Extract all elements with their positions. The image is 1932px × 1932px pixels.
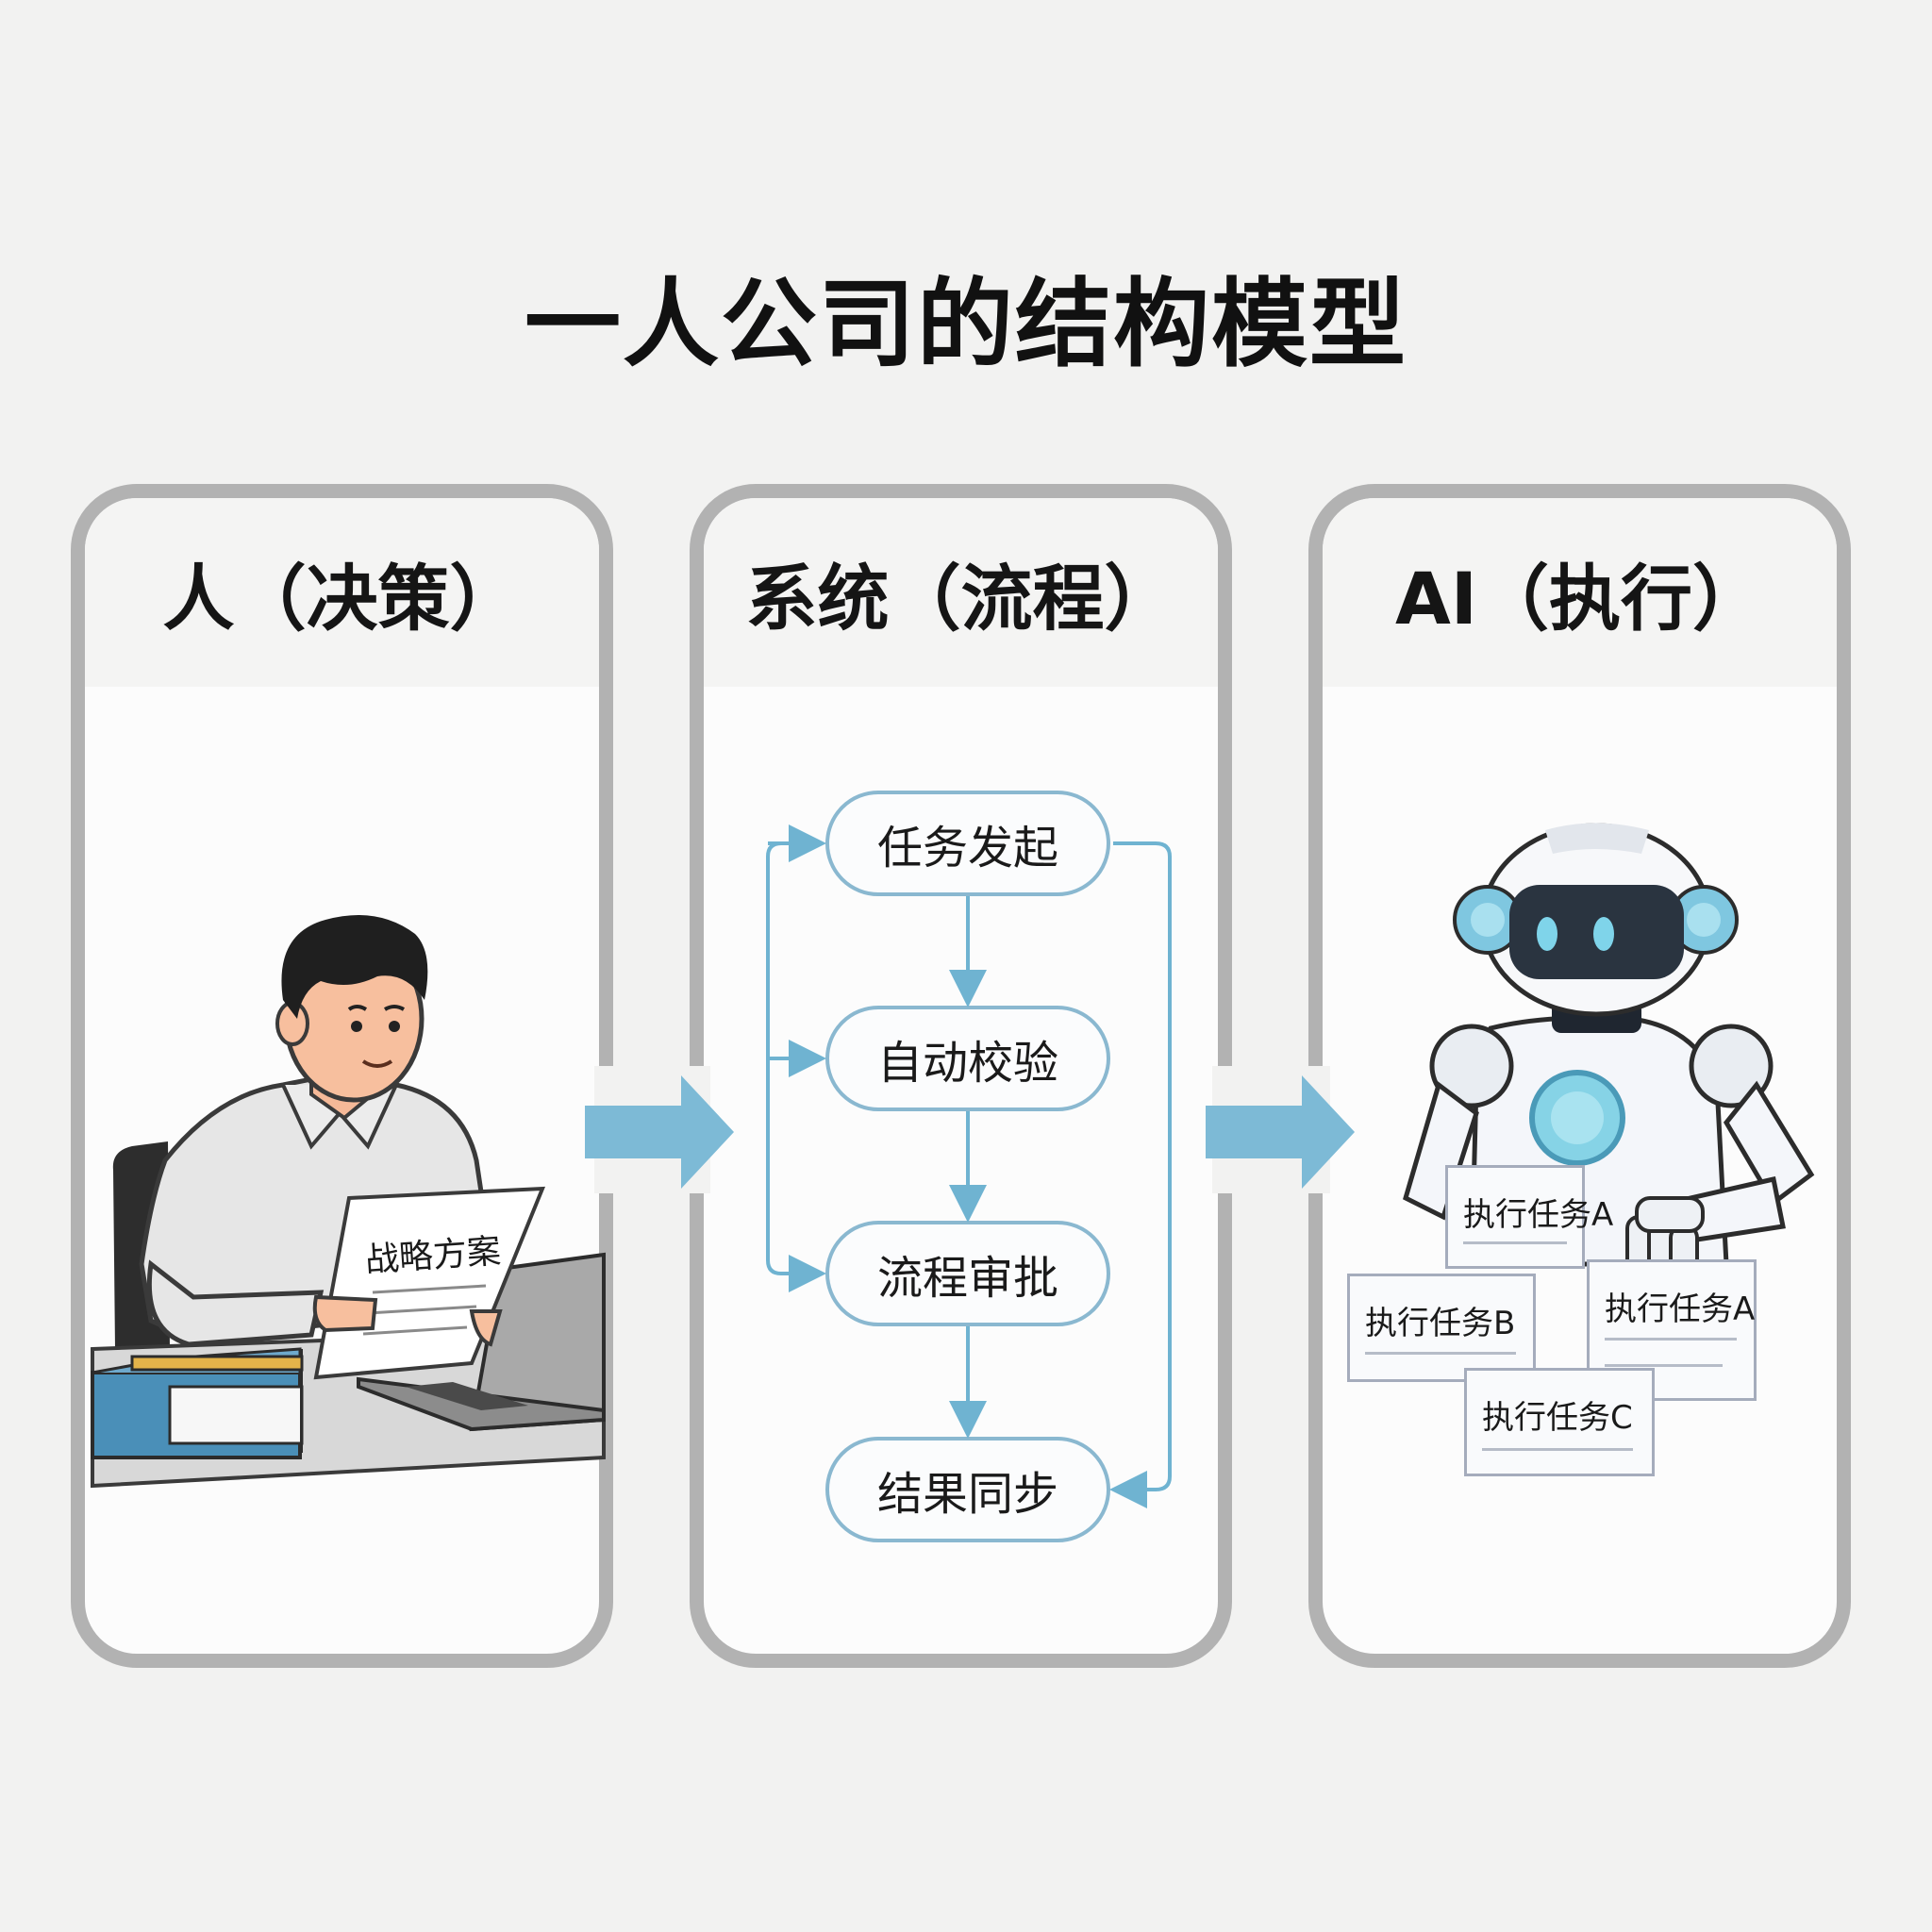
text-line (1365, 1352, 1516, 1355)
panel-system-title: 系统（流程） (704, 498, 1218, 687)
task-card-label: 执行任务C (1482, 1399, 1633, 1437)
task-card: 执行任务A (1445, 1165, 1613, 1269)
task-card-label: 执行任务A (1463, 1196, 1614, 1234)
right-arrow-icon (1206, 1075, 1355, 1189)
flow-step-sync-result: 结果同步 (825, 1437, 1110, 1542)
flow-step-approval: 流程审批 (825, 1221, 1110, 1326)
task-card: 执行任务B (1347, 1274, 1536, 1382)
text-line (1605, 1338, 1737, 1341)
flow-step-initiate: 任务发起 (825, 791, 1110, 896)
text-line (1605, 1364, 1723, 1367)
task-card-label: 执行任务A (1605, 1291, 1756, 1328)
task-card: 执行任务C (1464, 1368, 1655, 1476)
panel-ai-title: AI（执行） (1323, 498, 1837, 687)
panel-human-title: 人（决策） (85, 498, 599, 687)
page-title: 一人公司的结构模型 (525, 269, 1407, 381)
laptop-icon (357, 1252, 606, 1432)
task-card-label: 执行任务B (1365, 1305, 1516, 1342)
text-line (1482, 1448, 1633, 1451)
document-label: 战略方案 (364, 1232, 503, 1280)
right-arrow-icon (585, 1075, 734, 1189)
text-line (1463, 1241, 1567, 1244)
flow-step-auto-verify: 自动校验 (825, 1006, 1110, 1111)
books-icon (91, 1347, 304, 1459)
